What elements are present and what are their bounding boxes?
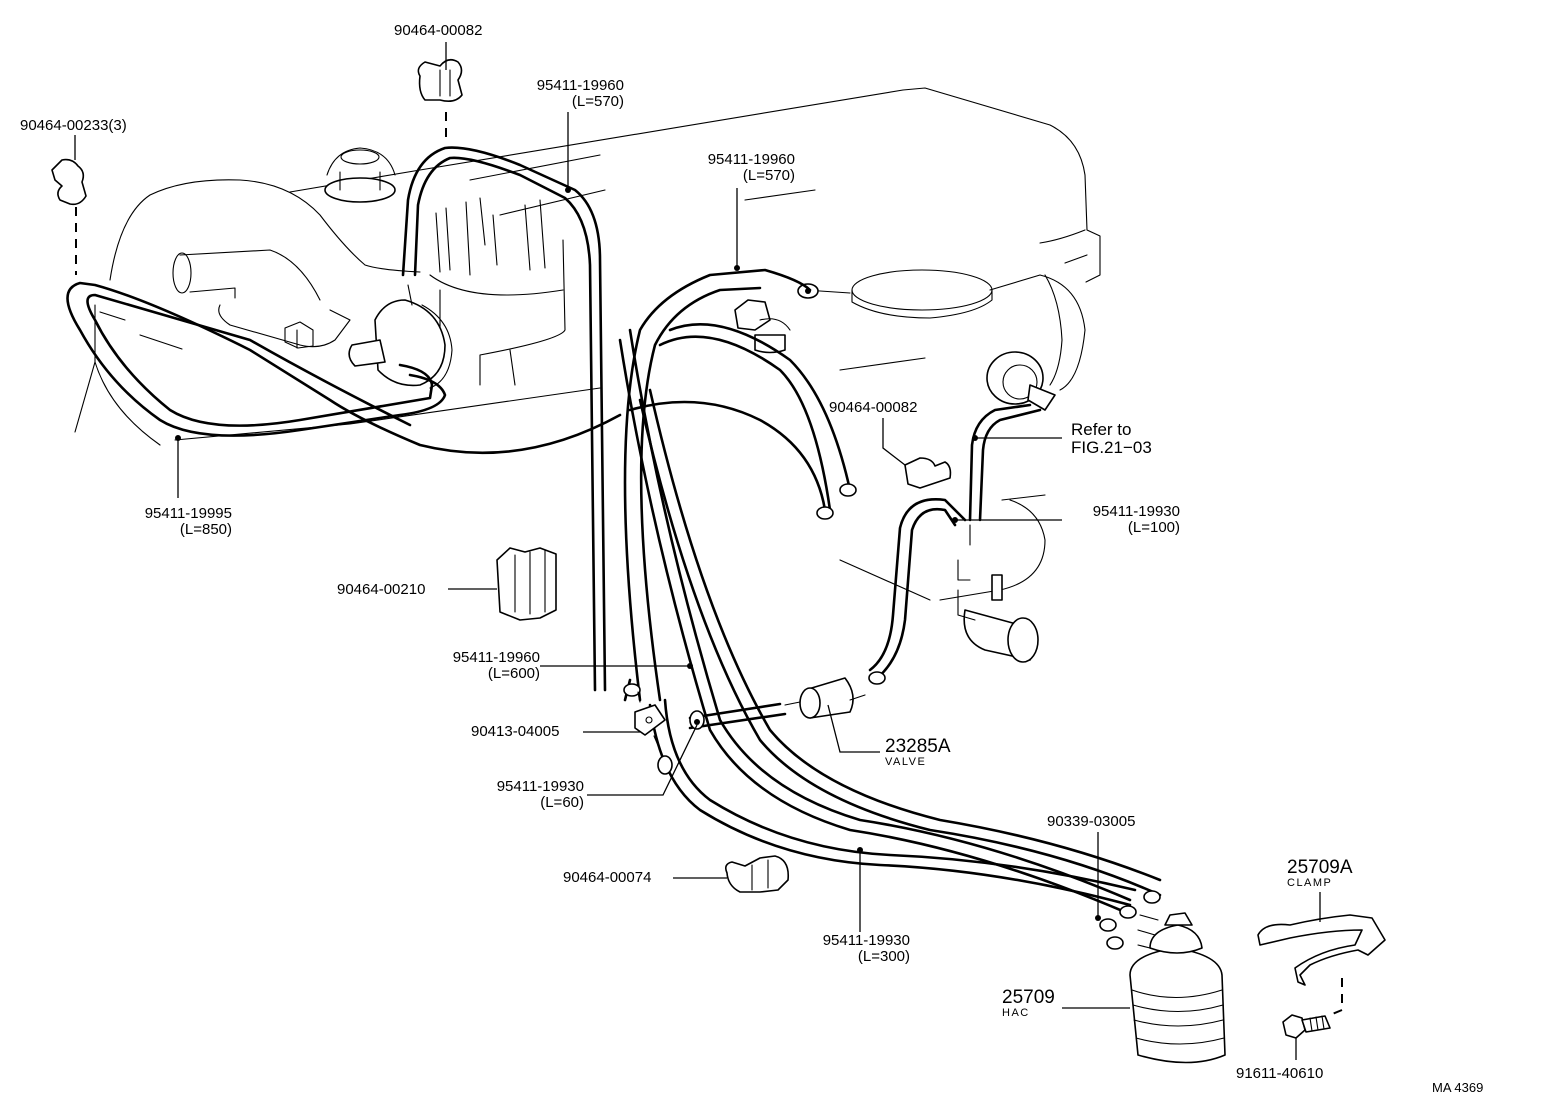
part-number: 95411-19930: [496, 778, 584, 795]
part-label-valve: 23285A VALVE: [885, 737, 951, 768]
part-label-hose-top: 95411-19960 (L=570): [512, 78, 624, 110]
hac-unit: [1129, 912, 1226, 1064]
intake-housing: [734, 269, 1086, 601]
part-label-clamp: 25709A CLAMP: [1287, 858, 1353, 889]
distributor: [324, 147, 566, 386]
part-number: 95411-19960: [452, 649, 540, 666]
part-name: HAC: [1002, 1007, 1030, 1019]
part-number: 95411-19930: [822, 932, 910, 949]
part-number: 90464-00210: [337, 581, 426, 598]
hose-length: (L=60): [540, 794, 584, 811]
part-label-clip-mid: 90464-00082: [829, 400, 917, 416]
install-lines: [75, 112, 1343, 1016]
reference-text: Refer to: [1071, 420, 1132, 439]
clamp: [1257, 914, 1386, 986]
hose-length: (L=850): [179, 521, 232, 538]
part-label-tee: 90413-04005: [471, 724, 559, 740]
reference-figure: FIG.21−03: [1071, 438, 1152, 457]
part-number: 90464-00082: [394, 22, 483, 39]
part-number: 23285A: [885, 736, 951, 757]
part-number: 90464-00233(3): [20, 117, 127, 134]
part-number: 25709: [1002, 987, 1055, 1008]
part-number: 90339-03005: [1047, 813, 1136, 830]
part-label-hose-mid: 95411-19960 (L=570): [683, 152, 795, 184]
clip-icons: [51, 58, 952, 893]
part-label-hac: 25709 HAC: [1002, 988, 1055, 1019]
part-label-hose-600: 95411-19960 (L=600): [428, 650, 540, 682]
part-label-clip-triple: 90464-00074: [563, 870, 651, 886]
part-name: CLAMP: [1287, 877, 1333, 889]
leader-lines: [74, 42, 1321, 1060]
valve-23285a: [784, 677, 866, 719]
part-label-clip-quad: 90464-00210: [337, 582, 425, 598]
hose-length: (L=600): [487, 665, 540, 682]
part-label-bolt: 91611-40610: [1236, 1066, 1323, 1082]
part-number: 90464-00082: [829, 399, 918, 416]
vacuum-switching-valve: [957, 524, 1039, 663]
engine-valve-cover: [289, 87, 1101, 283]
part-number: 95411-19930: [1092, 503, 1180, 520]
reference-note: Refer to FIG.21−03: [1071, 421, 1152, 457]
part-label-clip-left: 90464-00233(3): [20, 118, 127, 134]
bolt: [1282, 1014, 1331, 1039]
hose-ends: [623, 483, 1161, 950]
part-label-hose-300: 95411-19930 (L=300): [798, 933, 910, 965]
part-label-plug: 90339-03005: [1047, 814, 1135, 830]
hose-length: (L=570): [571, 93, 624, 110]
part-label-hose-short: 95411-19930 (L=100): [1068, 504, 1180, 536]
hoses: [66, 146, 1162, 914]
part-number: 91611-40610: [1236, 1065, 1324, 1082]
part-label-hose-60: 95411-19930 (L=60): [472, 779, 584, 811]
part-number: 95411-19960: [536, 77, 624, 94]
tee-fitting: [634, 691, 705, 751]
hose-length: (L=300): [857, 948, 910, 965]
part-number: 90413-04005: [471, 723, 560, 740]
part-number: 90464-00074: [563, 869, 652, 886]
diagram-code: MA 4369: [1432, 1080, 1484, 1095]
part-number: 95411-19960: [707, 151, 795, 168]
hose-length: (L=570): [742, 167, 795, 184]
hose-length: (L=100): [1127, 519, 1180, 536]
part-number: 25709A: [1287, 857, 1353, 878]
part-number: 95411-19995: [144, 505, 232, 522]
part-name: VALVE: [885, 756, 927, 768]
vacuum-advance: [348, 284, 453, 389]
part-label-hose-left: 95411-19995 (L=850): [120, 506, 232, 538]
part-label-clip-top: 90464-00082: [394, 23, 482, 39]
